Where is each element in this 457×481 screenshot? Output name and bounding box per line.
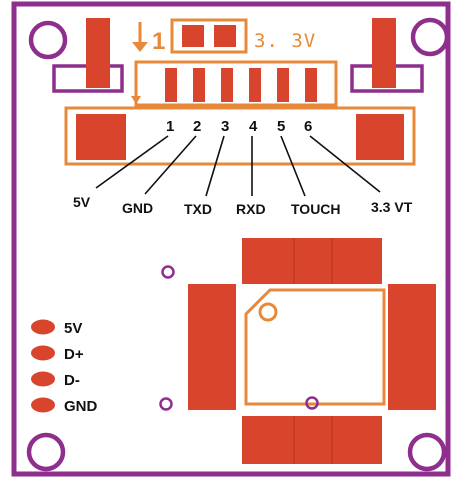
signal-label-rxd: RXD bbox=[236, 201, 266, 217]
pin1-marker-text: 1 bbox=[152, 28, 165, 55]
pin1-arrow-icon bbox=[132, 22, 148, 52]
via-hole bbox=[159, 397, 173, 411]
ic-footprint bbox=[188, 238, 436, 464]
connector-anchor-pad-left bbox=[76, 114, 126, 160]
pin-number-2: 2 bbox=[193, 118, 201, 135]
legend-label-gnd: GND bbox=[64, 398, 98, 415]
ic-pad-bottom bbox=[242, 416, 382, 464]
legend-pad-5v bbox=[31, 319, 55, 335]
mounting-hole-top-left bbox=[28, 20, 68, 60]
shell-pad-right bbox=[372, 18, 396, 88]
legend-label-dminus: D- bbox=[64, 372, 80, 389]
ic-pad-left bbox=[188, 284, 236, 410]
legend-pad-gnd bbox=[31, 397, 55, 413]
signal-label-touch: TOUCH bbox=[291, 201, 341, 217]
connector-pad bbox=[305, 68, 317, 102]
via-hole bbox=[161, 265, 175, 279]
signal-label-txd: TXD bbox=[184, 201, 212, 217]
pin-number-1: 1 bbox=[166, 118, 174, 135]
ic-silk-outline bbox=[244, 288, 386, 406]
pin-number-5: 5 bbox=[277, 118, 285, 135]
legend: 5V D+ D- GND bbox=[31, 319, 98, 415]
legend-pad-dplus bbox=[31, 345, 55, 361]
legend-label-5v: 5V bbox=[64, 320, 82, 337]
mounting-hole-bottom-left bbox=[26, 432, 66, 472]
shell-pad-left bbox=[86, 18, 110, 88]
connector-pads bbox=[165, 68, 317, 102]
connector-arrow-icon bbox=[131, 96, 141, 104]
pin-number-3: 3 bbox=[221, 118, 229, 135]
ic-pad-right bbox=[388, 284, 436, 410]
mounting-hole-bottom-right bbox=[407, 432, 447, 472]
jumper-outline bbox=[170, 18, 248, 54]
connector-pad bbox=[249, 68, 261, 102]
connector-pad bbox=[165, 68, 177, 102]
connector-anchor-pad-right bbox=[356, 114, 404, 160]
mounting-hole-top-right bbox=[410, 17, 450, 57]
connector-pad bbox=[221, 68, 233, 102]
voltage-label: 3. 3V bbox=[254, 30, 316, 52]
ic-pad-top bbox=[242, 238, 382, 284]
jumper-pad-2 bbox=[214, 25, 236, 47]
signal-label-gnd: GND bbox=[122, 200, 153, 216]
leader-lines bbox=[95, 135, 381, 197]
connector-pad bbox=[193, 68, 205, 102]
jumper-pad-1 bbox=[182, 25, 204, 47]
signal-label-3v3-vt: 3.3 VT bbox=[371, 199, 413, 215]
pin-number-6: 6 bbox=[304, 118, 312, 135]
via-hole bbox=[305, 396, 319, 410]
ic-pin1-dot bbox=[258, 302, 278, 322]
signal-label-5v: 5V bbox=[73, 194, 91, 210]
legend-pad-dminus bbox=[31, 371, 55, 387]
connector-pad bbox=[277, 68, 289, 102]
legend-label-dplus: D+ bbox=[64, 346, 84, 363]
pin-number-4: 4 bbox=[249, 118, 258, 135]
